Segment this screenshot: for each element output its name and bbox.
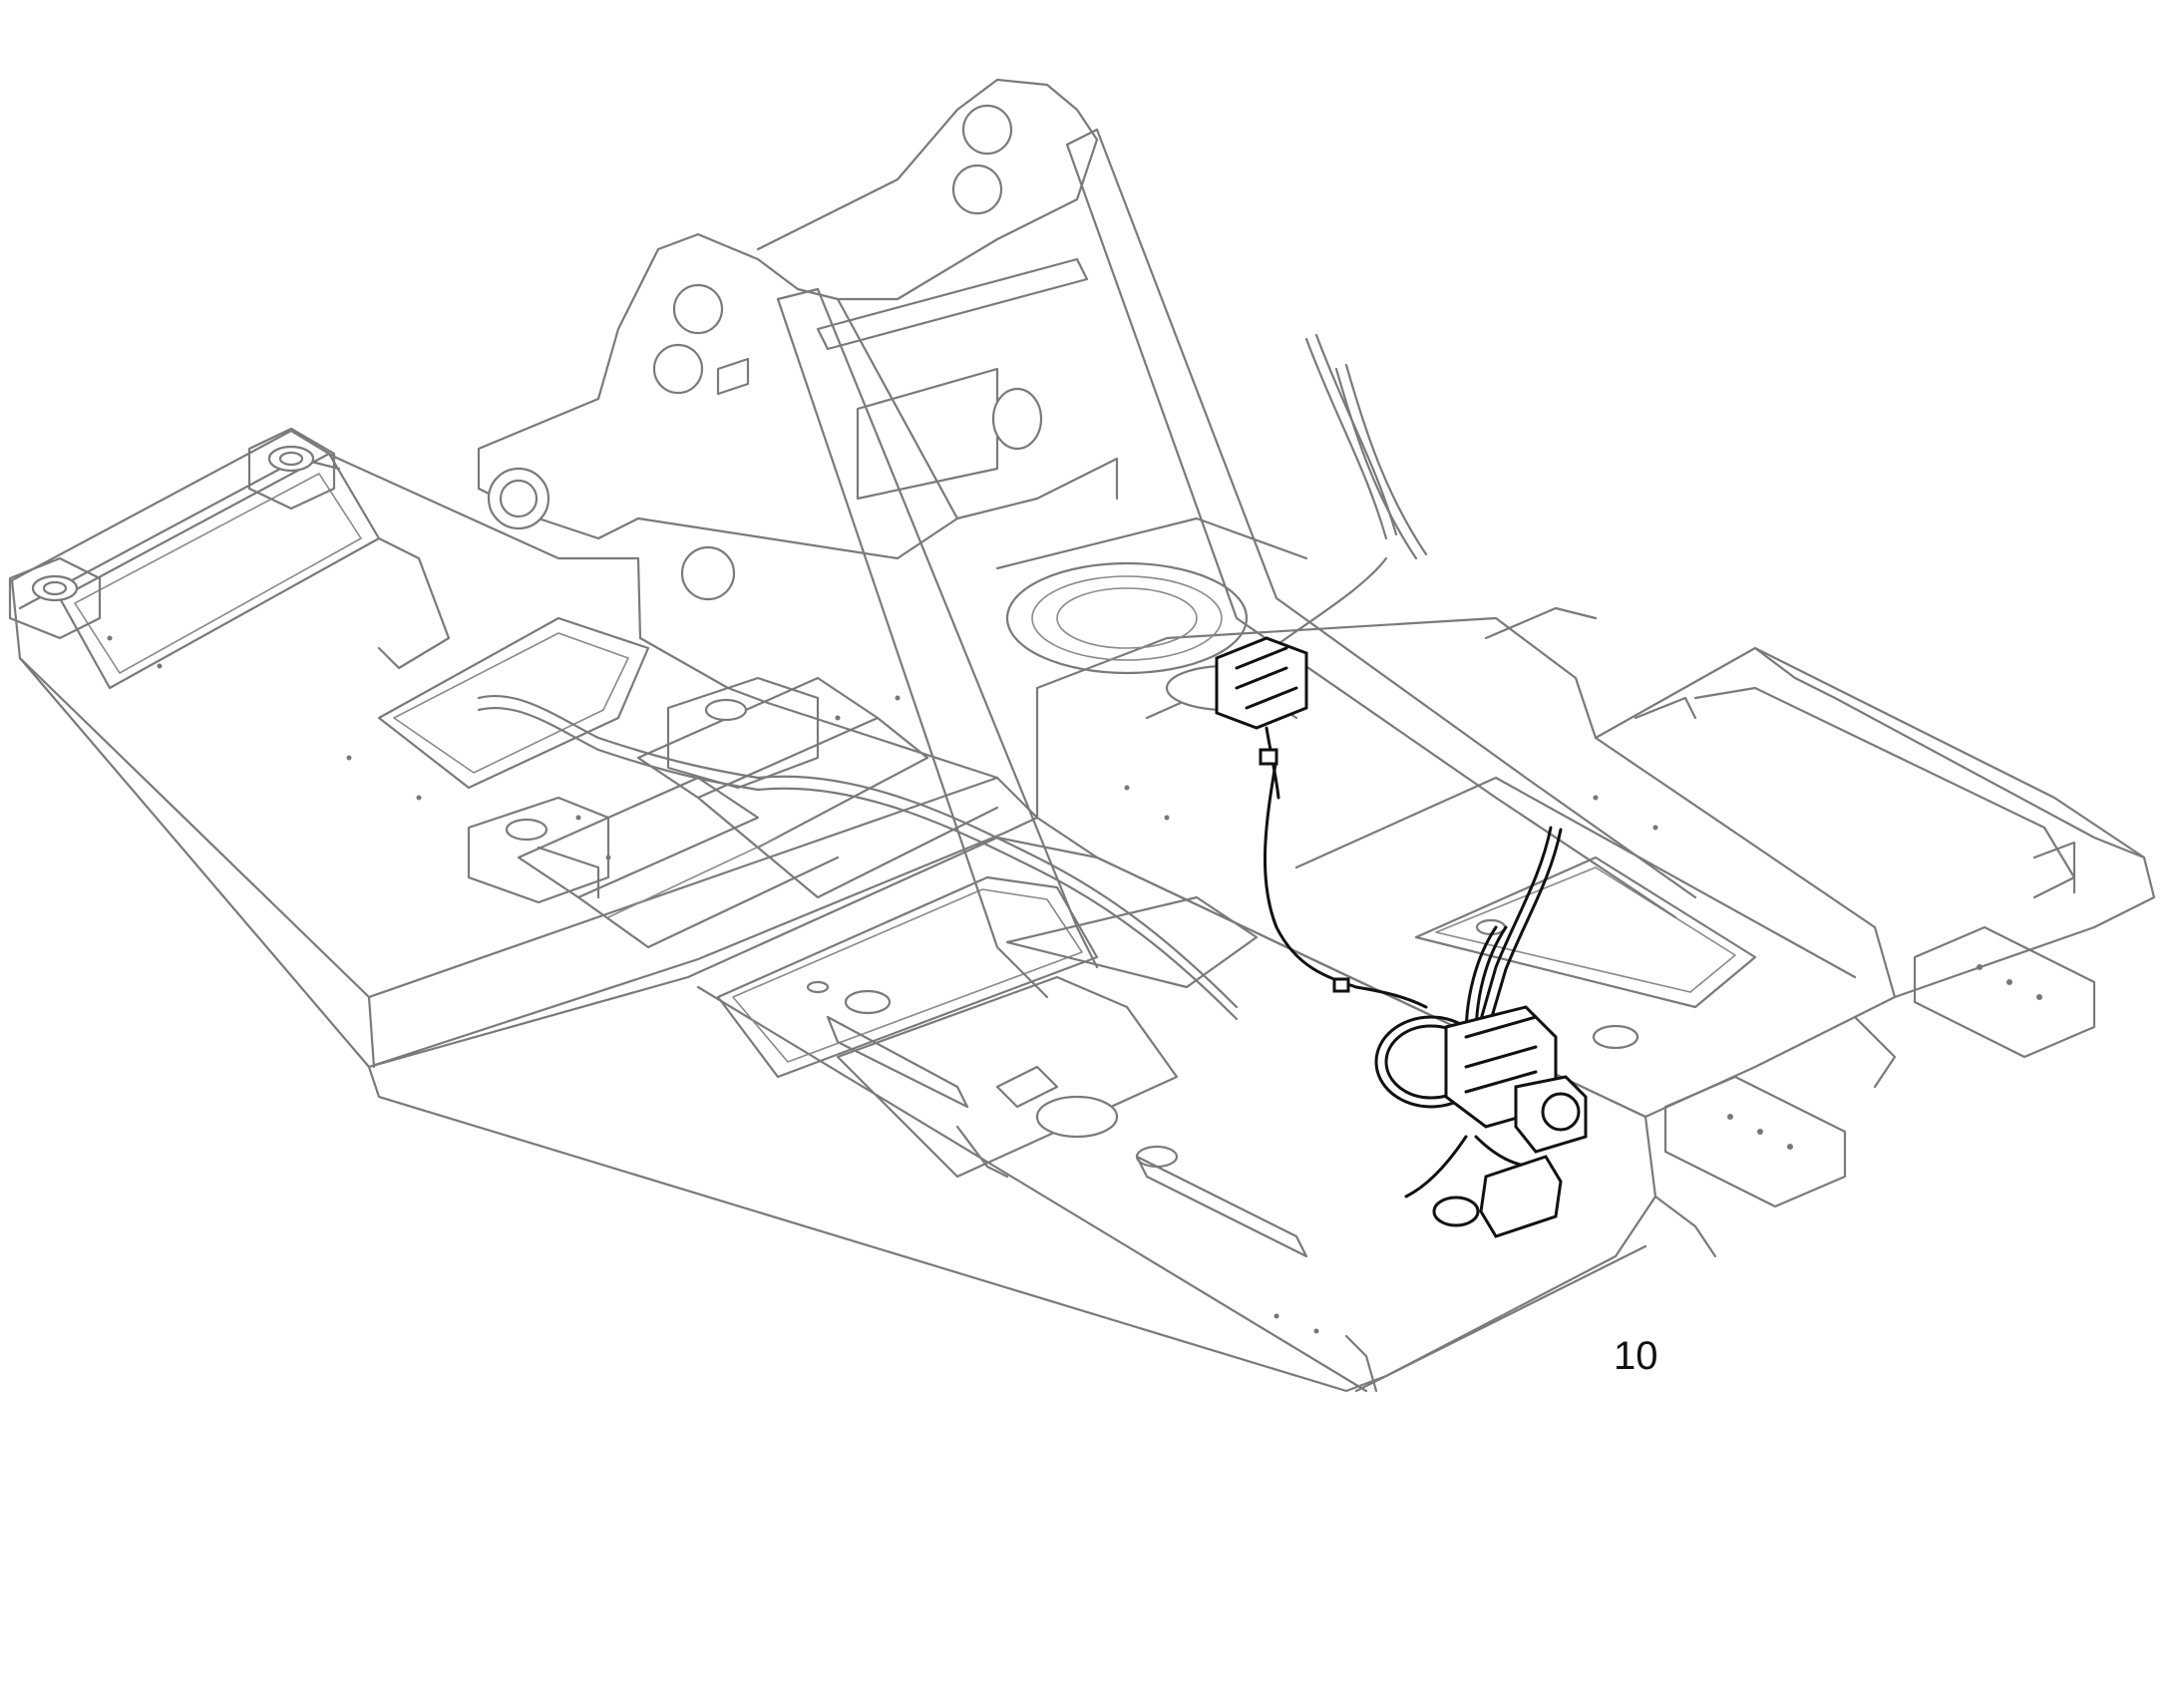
main-tub	[367, 836, 1657, 1393]
callout-number: 10	[1614, 1334, 1658, 1378]
filter	[1479, 1155, 1563, 1238]
swing-bearing	[995, 516, 1308, 675]
highlighted-hydraulic-assembly	[1215, 636, 1588, 1238]
valve-block	[1215, 636, 1308, 730]
boom-brackets	[477, 78, 1697, 999]
fasteners	[107, 635, 1658, 1334]
frame-hoses	[477, 333, 1428, 1021]
vertical-hose	[1263, 756, 1358, 989]
left-side-deck	[8, 427, 1039, 1069]
right-side-deck	[1035, 606, 2156, 1258]
